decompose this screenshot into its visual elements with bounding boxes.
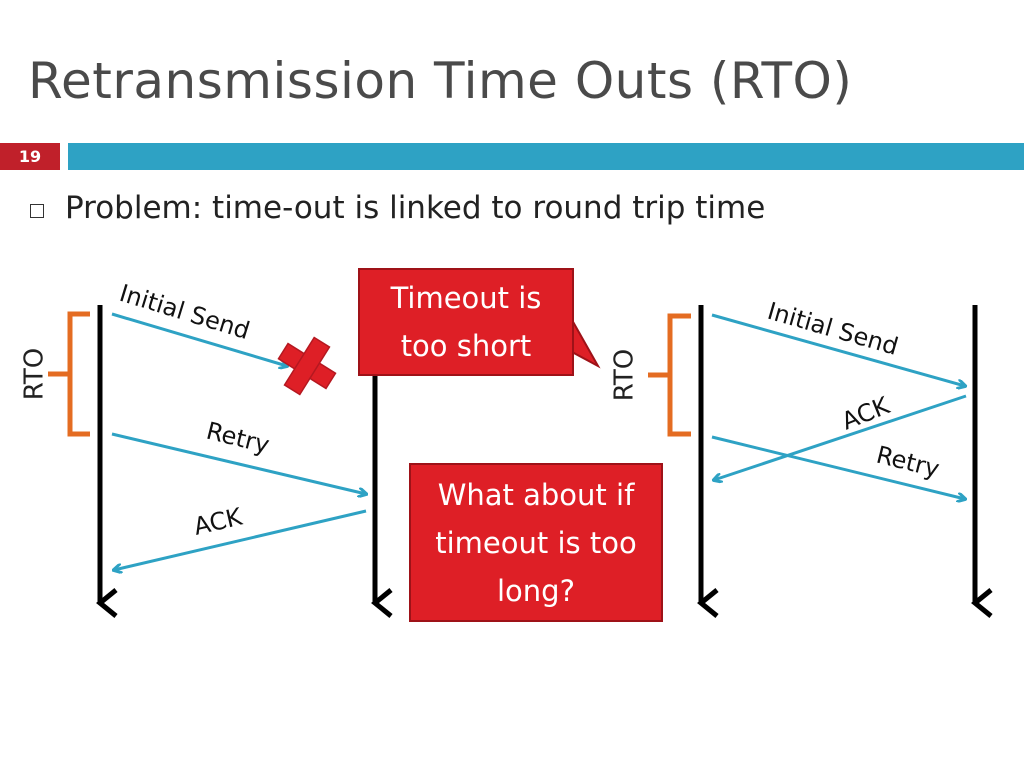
retry-arrow-left [111, 432, 366, 494]
slide-title: Retransmission Time Outs (RTO) [28, 52, 853, 110]
timeout-too-short-callout: Timeout is too short [358, 268, 574, 376]
callout-line: too short [400, 329, 532, 363]
initial-send-label-right: Initial Send [764, 297, 901, 361]
callout-pointer [571, 316, 601, 369]
slide-number: 19 [0, 143, 60, 170]
lost-packet-cross-icon [277, 336, 337, 396]
bullet-text: Problem: time-out is linked to round tri… [65, 190, 766, 226]
callout-line: What about if [437, 478, 635, 512]
retry-arrow-right [711, 435, 965, 499]
rto-label-right: RTO [610, 349, 640, 402]
header-bar [68, 143, 1024, 170]
retry-label-right: Retry [874, 441, 943, 484]
initial-send-arrow-left [111, 312, 287, 366]
bullet-square-icon [30, 204, 44, 218]
retry-label-left: Retry [204, 417, 273, 460]
callout-line: long? [497, 574, 575, 608]
timeout-too-long-callout: What about if timeout is too long? [409, 463, 663, 622]
ack-label-left: ACK [191, 502, 246, 540]
ack-arrow-right [714, 394, 967, 480]
rto-label-left: RTO [20, 348, 50, 401]
callout-line: timeout is too [435, 526, 637, 560]
rto-bracket-right [648, 313, 691, 437]
initial-send-arrow-right [711, 313, 965, 386]
callout-line: Timeout is [390, 281, 542, 315]
ack-arrow-left [114, 509, 367, 570]
rto-bracket-left [48, 311, 90, 437]
